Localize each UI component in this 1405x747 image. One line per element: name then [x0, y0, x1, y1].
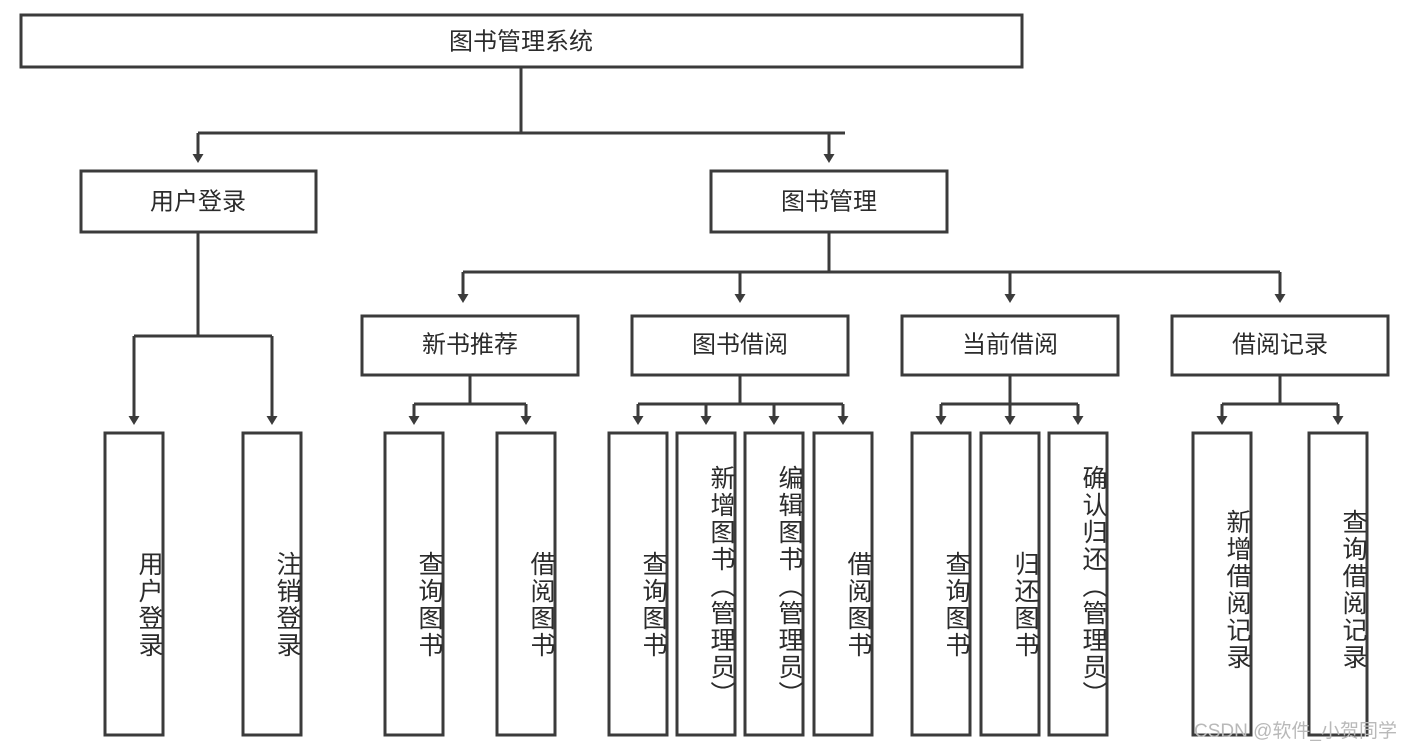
node-root[interactable]: 图书管理系统 — [19, 13, 1024, 69]
leaf-box-query-record[interactable] — [1307, 431, 1369, 737]
leaf-box-query-book-3[interactable] — [910, 431, 972, 737]
connector-userlogin-to-leaves — [128, 232, 278, 425]
leaf-box-query-book-2[interactable] — [607, 431, 669, 737]
leaf-box-edit-book[interactable] — [743, 431, 805, 737]
connector-borrowrecord-to-leaves — [1216, 375, 1344, 425]
watermark: CSDN @软件_小贺同学 — [1194, 721, 1397, 742]
leaf-box-logout[interactable] — [241, 431, 303, 737]
node-new-book-recommend[interactable]: 新书推荐 — [360, 314, 580, 377]
node-current-borrow-label: 当前借阅 — [962, 331, 1058, 358]
node-new-book-recommend-label: 新书推荐 — [422, 331, 518, 358]
node-borrow-record-label: 借阅记录 — [1232, 331, 1328, 358]
node-book-management[interactable]: 图书管理 — [709, 169, 949, 234]
node-root-label: 图书管理系统 — [449, 28, 593, 55]
connector-newbook-to-leaves — [408, 375, 532, 425]
leaf-box-user-login[interactable] — [103, 431, 165, 737]
connector-bookborrow-to-leaves — [632, 375, 849, 425]
node-book-borrow-label: 图书借阅 — [692, 331, 788, 358]
leaf-box-confirm-return[interactable] — [1047, 431, 1109, 737]
node-borrow-record[interactable]: 借阅记录 — [1170, 314, 1390, 377]
leaf-box-borrow-book-1[interactable] — [495, 431, 557, 737]
node-user-login[interactable]: 用户登录 — [79, 169, 318, 234]
connector-bookmgmt-to-level2 — [457, 232, 1286, 303]
node-book-borrow[interactable]: 图书借阅 — [630, 314, 850, 377]
leaf-box-add-book[interactable] — [675, 431, 737, 737]
leaf-box-query-book-1[interactable] — [383, 431, 445, 737]
node-user-login-label: 用户登录 — [150, 188, 246, 215]
leaf-boxes — [103, 431, 1369, 737]
connector-root-to-level1 — [192, 68, 845, 163]
leaf-box-borrow-book-2[interactable] — [812, 431, 874, 737]
node-current-borrow[interactable]: 当前借阅 — [900, 314, 1120, 377]
leaf-box-return-book[interactable] — [979, 431, 1041, 737]
leaf-box-add-record[interactable] — [1191, 431, 1253, 737]
connector-currentborrow-to-leaves — [935, 375, 1084, 425]
node-book-management-label: 图书管理 — [781, 188, 877, 215]
